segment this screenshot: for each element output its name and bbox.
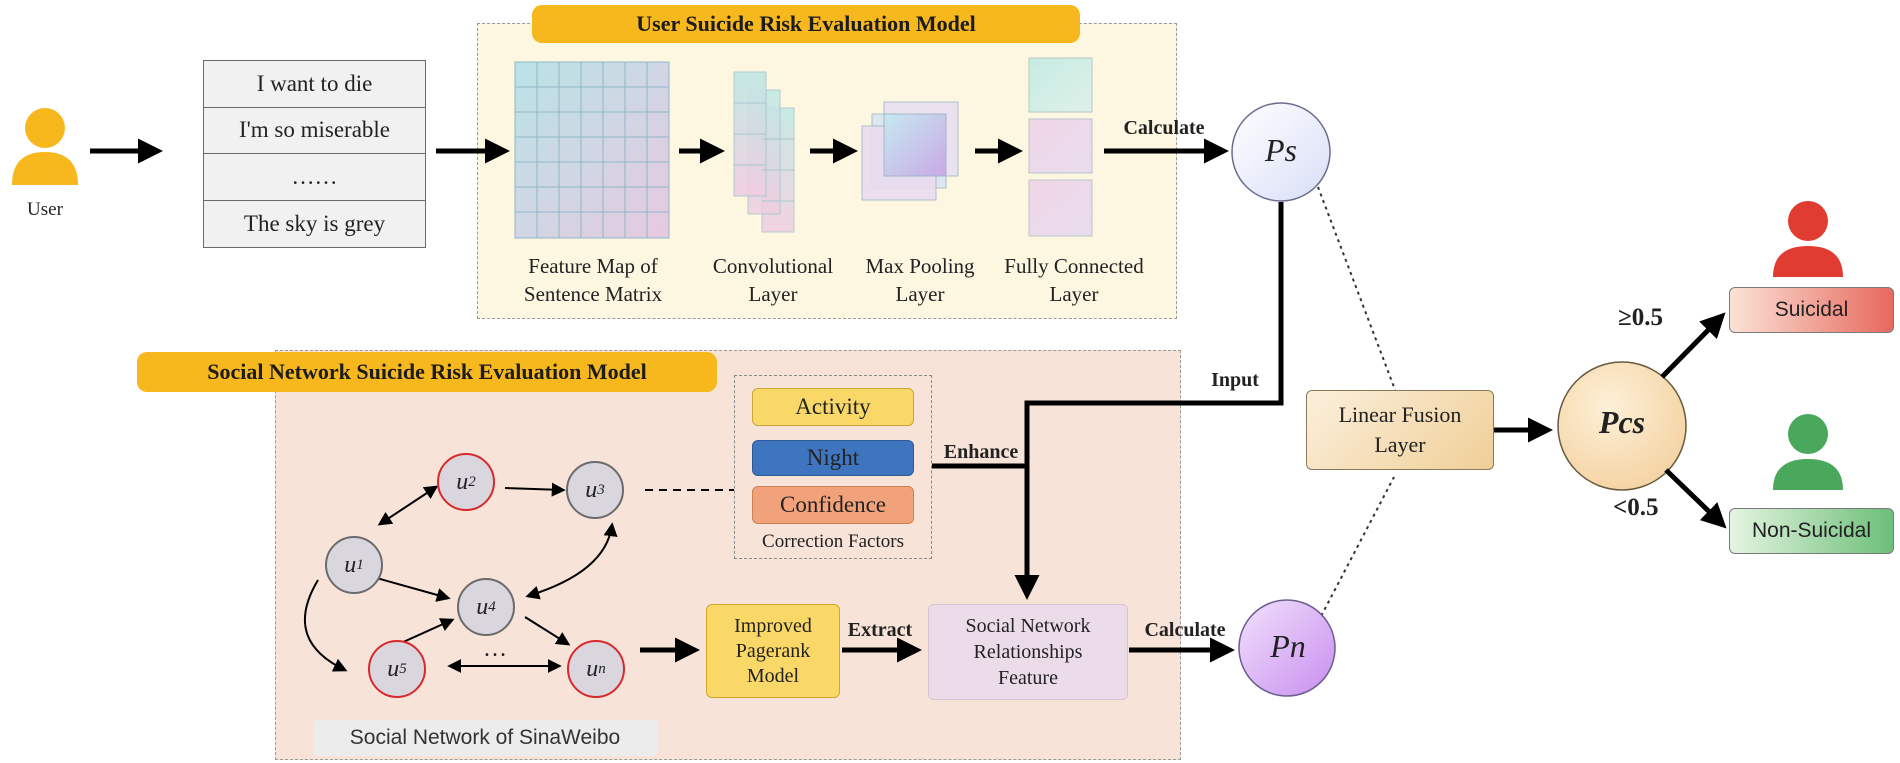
suicidal-outcome: Suicidal	[1729, 287, 1894, 333]
non-suicidal-outcome: Non-Suicidal	[1729, 508, 1894, 554]
social-network-edges	[304, 482, 734, 673]
linear-fusion-layer: Linear Fusion Layer	[1306, 390, 1494, 470]
calculate-ps-label: Calculate	[1123, 117, 1205, 139]
calculate-pn-label: Calculate	[1144, 619, 1226, 641]
convolutional-layer-graphic	[733, 71, 795, 233]
dotted-pn-to-fusion	[1317, 476, 1395, 623]
threshold-low: <0.5	[1613, 494, 1659, 521]
social-model-title: Social Network Suicide Risk Evaluation M…	[137, 352, 717, 392]
arrow-pcs-to-suicidal	[1660, 312, 1726, 379]
suicidal-person-icon	[1773, 201, 1843, 277]
sentence-item: I'm so miserable	[204, 108, 425, 154]
factor-activity: Activity	[752, 388, 914, 426]
ps-label: Ps	[1265, 132, 1297, 168]
pn-circle	[1238, 599, 1336, 697]
pagerank-model-box: Improved Pagerank Model	[706, 604, 840, 698]
enhance-label: Enhance	[943, 441, 1019, 463]
factor-confidence: Confidence	[752, 486, 914, 524]
graph-ellipsis: …	[483, 636, 507, 662]
sentence-list: I want to die I'm so miserable …… The sk…	[203, 60, 426, 248]
extract-label: Extract	[847, 619, 913, 641]
pcs-label: Pcs	[1598, 404, 1646, 440]
max-pooling-graphic	[861, 101, 959, 201]
correction-factors-box	[734, 375, 932, 559]
sentence-item: The sky is grey	[243, 210, 386, 236]
dotted-ps-to-fusion	[1317, 186, 1398, 396]
arrow-pcs-to-non-suicidal	[1664, 468, 1727, 529]
relationships-feature-box: Social Network Relationships Feature	[928, 604, 1128, 700]
network-label: Social Network of SinaWeibo	[313, 720, 657, 756]
user-model-title: User Suicide Risk Evaluation Model	[532, 5, 1080, 43]
user-icon	[12, 108, 78, 185]
arrow-ps-input-to-feature	[1014, 202, 1284, 600]
ps-circle	[1231, 102, 1331, 202]
user-label: User	[27, 199, 63, 220]
correction-factors-label: Correction Factors	[762, 531, 904, 552]
sentence-item: ……	[204, 154, 425, 201]
sentence-item: I want to die	[204, 61, 425, 108]
feature-map-matrix	[514, 61, 670, 239]
non-suicidal-person-icon	[1773, 414, 1843, 490]
threshold-high: ≥0.5	[1618, 304, 1663, 331]
factor-night: Night	[752, 440, 914, 476]
pn-label: Pn	[1270, 628, 1306, 664]
fully-connected-graphic	[1028, 57, 1093, 237]
pcs-circle	[1557, 361, 1687, 491]
input-label: Input	[1211, 369, 1259, 391]
